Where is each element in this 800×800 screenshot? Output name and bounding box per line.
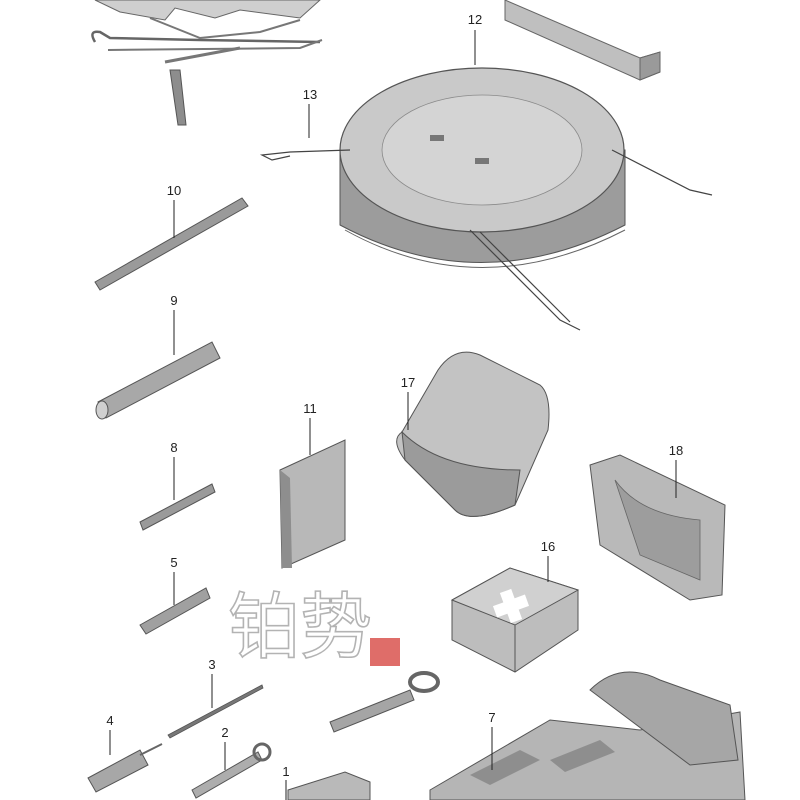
bar-part [504,0,661,81]
eye-bolt-part [329,671,440,733]
callout-13: 13 [303,87,317,102]
small-bar-part [139,587,211,635]
tube-wrench-part [95,341,221,420]
callout-11: 11 [303,401,317,416]
foam-tray-part [589,454,726,601]
cross-symbol [492,588,530,624]
leader-lines [109,30,677,800]
foam-holder-part [396,351,550,517]
callout-labels: 12 13 10 9 8 5 11 17 18 16 3 4 2 1 7 [106,12,683,779]
watermark: 铂势 [227,584,400,670]
callout-3: 3 [208,657,215,672]
callout-5: 5 [170,555,177,570]
large-foam-insert-part [429,671,746,800]
jack-assembly [91,0,323,126]
watermark-accent [370,638,400,666]
pad-part [279,439,346,569]
callout-7: 7 [488,710,495,725]
callout-9: 9 [170,293,177,308]
wrench-part [191,742,272,799]
thin-rod-part [167,684,264,739]
callout-12: 12 [468,12,482,27]
callout-1: 1 [282,764,289,779]
pin-part [139,483,216,531]
small-box-part [287,771,371,800]
screwdriver-part [87,743,163,793]
callout-16: 16 [541,539,555,554]
callout-2: 2 [221,725,228,740]
watermark-text: 铂势 [228,585,372,669]
rod-part [94,197,249,291]
callout-4: 4 [106,713,113,728]
callout-8: 8 [170,440,177,455]
callout-18: 18 [669,443,683,458]
wheel-cover-part [259,67,713,331]
callout-17: 17 [401,375,415,390]
callout-10: 10 [167,183,181,198]
first-aid-box-part [450,567,580,673]
